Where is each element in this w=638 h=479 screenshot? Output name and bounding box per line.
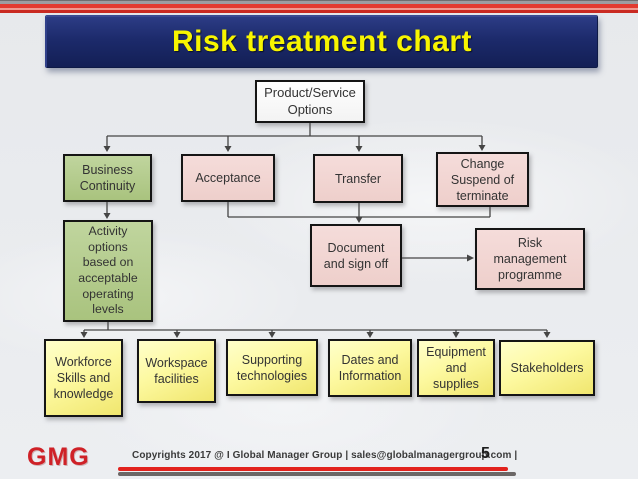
- node-document-sign-off: Document and sign off: [310, 224, 402, 287]
- slide-title-bar: Risk treatment chart: [45, 15, 598, 68]
- top-stripe-gray: [0, 1, 638, 4]
- node-business-continuity: Business Continuity: [63, 154, 152, 202]
- node-acceptance: Acceptance: [181, 154, 275, 202]
- node-supporting-technologies: Supporting technologies: [226, 339, 318, 396]
- footer-divider-red: [118, 467, 508, 471]
- footer-divider-gray: [118, 471, 516, 476]
- top-stripe-darkgray: [0, 0, 638, 1]
- node-product-service-options: Product/Service Options: [255, 80, 365, 123]
- node-activity-options: Activity options based on acceptable ope…: [63, 220, 153, 322]
- node-change-suspend-terminate: Change Suspend of terminate: [436, 152, 529, 207]
- slide-title: Risk treatment chart: [171, 25, 473, 58]
- node-transfer: Transfer: [313, 154, 403, 203]
- page-number: 5: [481, 445, 490, 462]
- top-stripe-red2: [0, 10, 638, 13]
- node-stakeholders: Stakeholders: [499, 340, 595, 396]
- node-workspace-facilities: Workspace facilities: [137, 339, 216, 403]
- gmg-logo: GMG: [27, 443, 90, 471]
- footer-copyright: Copyrights 2017 @ I Global Manager Group…: [132, 450, 518, 461]
- node-risk-management-programme: Risk management programme: [475, 228, 585, 290]
- node-workforce-skills: Workforce Skills and knowledge: [44, 339, 123, 417]
- top-stripe-salmon: [0, 8, 638, 10]
- node-equipment-supplies: Equipment and supplies: [417, 339, 495, 397]
- node-dates-information: Dates and Information: [328, 339, 412, 397]
- top-stripe-red: [0, 4, 638, 8]
